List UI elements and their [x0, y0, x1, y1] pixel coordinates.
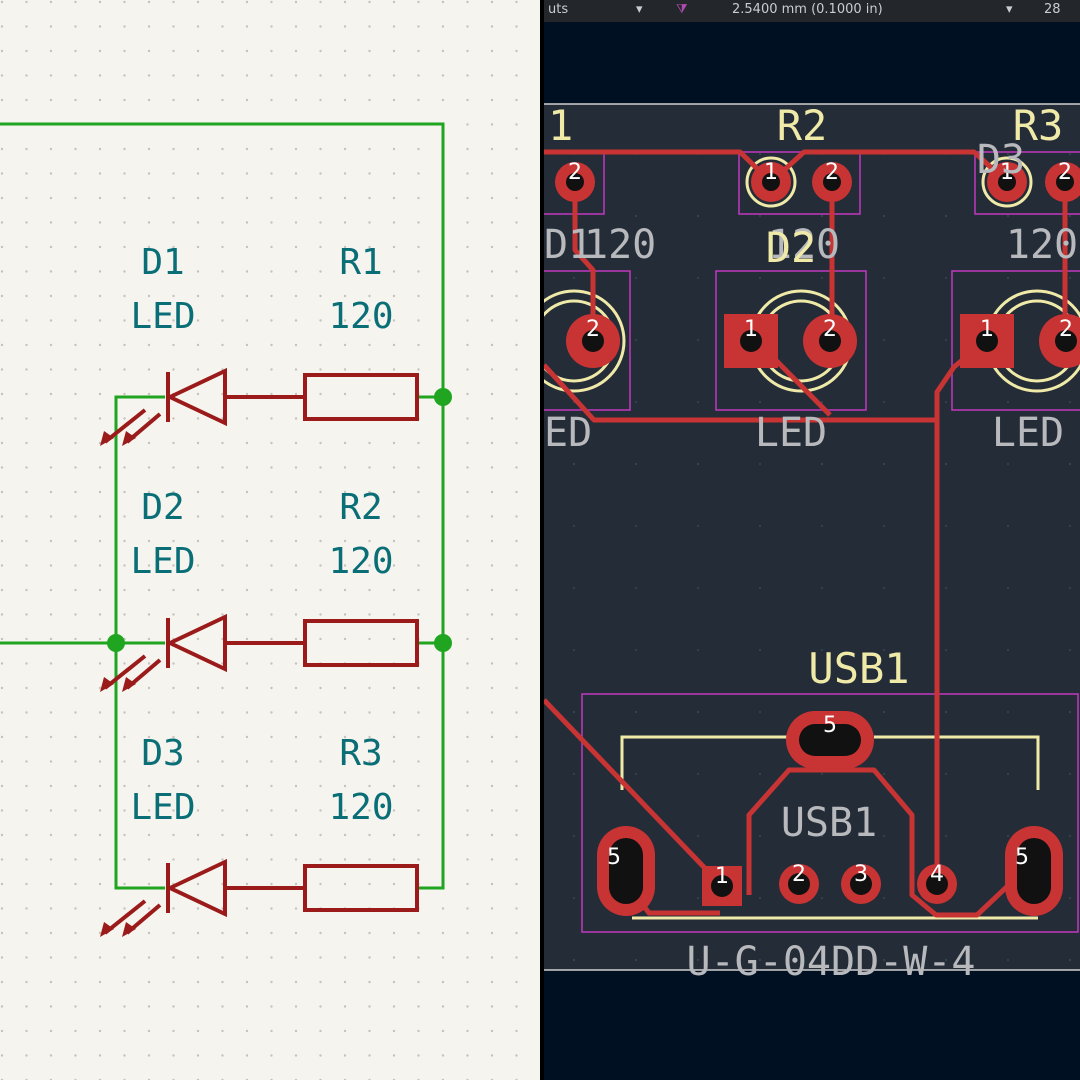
- schematic-editor-pane[interactable]: D1 LED R1 120 D2 LED R2: [0, 0, 540, 1080]
- layer-icon[interactable]: ⧩: [676, 2, 688, 17]
- svg-text:1: 1: [764, 160, 778, 185]
- svg-text:5: 5: [607, 845, 621, 870]
- r1-value-fab-label: 120: [584, 222, 656, 268]
- r2-value-fab-label: 120: [768, 222, 840, 268]
- pcb-toolbar: uts ▾ ⧩ 2.5400 mm (0.1000 in) ▾ 28: [544, 0, 1080, 22]
- pane-divider[interactable]: [540, 0, 544, 1080]
- d3-value-fab-label: LED: [992, 410, 1064, 456]
- usb-ref-label: USB1: [808, 644, 909, 693]
- d1-ref-fab-label: D1: [544, 222, 592, 268]
- d2-ref-label: D2: [766, 223, 817, 272]
- svg-text:5: 5: [1015, 845, 1029, 870]
- d3-ref-fab-label: D3: [977, 137, 1025, 183]
- r3-value-label: 120: [328, 787, 393, 828]
- svg-text:2: 2: [825, 160, 839, 185]
- wire-vcc[interactable]: [0, 122, 445, 890]
- pad-usb-shield-top[interactable]: 5: [786, 711, 874, 769]
- d3-value-label: LED: [130, 787, 195, 828]
- r1-ref-label: R1: [339, 242, 382, 283]
- pad-usb-3[interactable]: 3: [841, 862, 881, 904]
- board-edge: [544, 103, 1080, 971]
- pad-usb-2[interactable]: 2: [779, 862, 819, 904]
- r2-ref-label: R2: [339, 487, 382, 528]
- pad-r3-2[interactable]: 2: [1045, 160, 1080, 202]
- pad-d3-2[interactable]: 2: [1039, 314, 1080, 368]
- pcb-grid: [544, 104, 1080, 970]
- junction-dot: [434, 634, 452, 652]
- svg-text:2: 2: [792, 862, 806, 887]
- d2-value-fab-label: LED: [755, 410, 827, 456]
- pad-usb-shield-left[interactable]: 5: [597, 826, 655, 916]
- svg-text:2: 2: [568, 160, 582, 185]
- d1-value-label: LED: [130, 296, 195, 337]
- r1-value-label: 120: [328, 296, 393, 337]
- pad-usb-shield-right[interactable]: 5: [1005, 826, 1063, 916]
- svg-text:1: 1: [980, 317, 994, 342]
- pad-d2-2[interactable]: 2: [803, 314, 857, 368]
- usb-ref-fab-label: USB1: [781, 800, 877, 846]
- d3-ref-label: D3: [141, 733, 184, 774]
- grid-dropdown-icon[interactable]: ▾: [1006, 2, 1013, 17]
- symbol-d3[interactable]: D3 LED: [100, 733, 305, 937]
- units-selector[interactable]: uts: [548, 2, 569, 17]
- pad-usb-4[interactable]: 4: [917, 862, 957, 904]
- junctions: [107, 388, 452, 652]
- d2-value-label: LED: [130, 541, 195, 582]
- svg-text:1: 1: [715, 864, 729, 889]
- svg-text:5: 5: [823, 713, 837, 738]
- symbol-r3[interactable]: R3 120: [303, 733, 419, 912]
- pad-d2-1[interactable]: 1: [724, 314, 778, 368]
- junction-dot: [107, 634, 125, 652]
- pcb-canvas[interactable]: 2 1 2 1 2: [544, 0, 1080, 1080]
- symbol-r1[interactable]: R1 120: [303, 242, 419, 421]
- pcb-editor-pane[interactable]: uts ▾ ⧩ 2.5400 mm (0.1000 in) ▾ 28: [544, 0, 1080, 1080]
- usb-pads: 5 5 5 1 2: [597, 711, 1063, 916]
- svg-text:2: 2: [1058, 160, 1072, 185]
- d2-ref-label: D2: [141, 487, 184, 528]
- d1-ref-label: D1: [141, 242, 184, 283]
- svg-text:2: 2: [823, 317, 837, 342]
- grid-selector[interactable]: 2.5400 mm (0.1000 in): [732, 2, 883, 17]
- r2-ref-label: R2: [777, 101, 828, 150]
- units-dropdown-icon[interactable]: ▾: [636, 2, 643, 17]
- pad-usb-1[interactable]: 1: [702, 864, 742, 906]
- r3-value-fab-label: 120: [1006, 222, 1078, 268]
- svg-text:4: 4: [930, 862, 944, 887]
- svg-text:2: 2: [1059, 317, 1073, 342]
- r3-ref-label: R3: [1013, 101, 1064, 150]
- svg-text:1: 1: [1000, 160, 1014, 185]
- tracks: [544, 149, 1068, 918]
- d1-value-fab-label: ED: [544, 410, 592, 456]
- svg-text:3: 3: [854, 862, 868, 887]
- symbol-d2[interactable]: D2 LED: [100, 487, 305, 692]
- svg-text:1: 1: [744, 317, 758, 342]
- d1-ref-silk-label: 1: [548, 101, 573, 150]
- zoom-selector[interactable]: 28: [1044, 2, 1061, 17]
- pad-r1-2[interactable]: 2: [555, 160, 595, 202]
- courtyards: [544, 151, 1080, 933]
- r3-ref-label: R3: [339, 733, 382, 774]
- symbol-r2[interactable]: R2 120: [303, 487, 419, 667]
- schematic-canvas[interactable]: D1 LED R1 120 D2 LED R2: [0, 0, 540, 1080]
- r2-value-label: 120: [328, 541, 393, 582]
- pad-d1-2[interactable]: 2: [566, 314, 620, 368]
- pad-d3-1[interactable]: 1: [960, 314, 1014, 368]
- symbol-d1[interactable]: D1 LED: [100, 242, 305, 446]
- pad-r2-2[interactable]: 2: [812, 160, 852, 202]
- pad-r2-1[interactable]: 1: [751, 160, 791, 202]
- pad-r3-1[interactable]: 1: [987, 160, 1027, 202]
- svg-text:2: 2: [586, 317, 600, 342]
- led-pads: 2 1 2 1 2: [566, 314, 1080, 368]
- resistor-pads: 2 1 2 1 2: [555, 160, 1080, 202]
- schematic-grid: [0, 0, 540, 1080]
- junction-dot: [434, 388, 452, 406]
- usb-value-label: U-G-04DD-W-4: [687, 939, 976, 985]
